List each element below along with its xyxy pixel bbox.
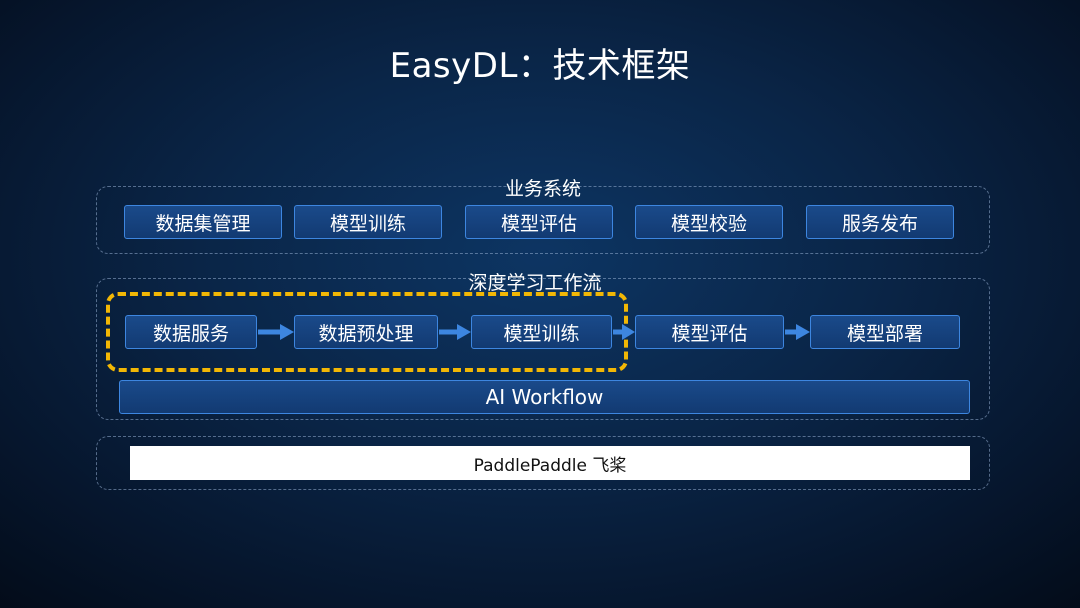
- workflow-step-model-deployment: 模型部署: [810, 315, 960, 349]
- business-system-label: 业务系统: [504, 178, 581, 200]
- business-item-model-evaluation: 模型评估: [465, 205, 613, 239]
- workflow-arrow-3: [613, 323, 635, 341]
- ai-workflow-bar: AI Workflow: [119, 380, 970, 414]
- workflow-step-data-preprocessing: 数据预处理: [294, 315, 438, 349]
- workflow-arrow-2: [439, 323, 471, 341]
- foundation-frame: [96, 436, 990, 490]
- business-item-dataset-management: 数据集管理: [124, 205, 282, 239]
- workflow-step-model-training: 模型训练: [471, 315, 612, 349]
- workflow-frame: [96, 278, 990, 420]
- paddlepaddle-bar: PaddlePaddle 飞桨: [130, 446, 970, 480]
- business-item-service-publish: 服务发布: [806, 205, 954, 239]
- workflow-step-data-service: 数据服务: [125, 315, 257, 349]
- workflow-arrow-1: [258, 323, 294, 341]
- business-item-model-validation: 模型校验: [635, 205, 783, 239]
- workflow-step-model-evaluation: 模型评估: [635, 315, 784, 349]
- workflow-label: 深度学习工作流: [468, 272, 602, 294]
- business-system-frame: [96, 186, 990, 254]
- business-item-model-training: 模型训练: [294, 205, 442, 239]
- page-title: EasyDL：技术框架: [389, 46, 691, 86]
- workflow-arrow-4: [785, 323, 810, 341]
